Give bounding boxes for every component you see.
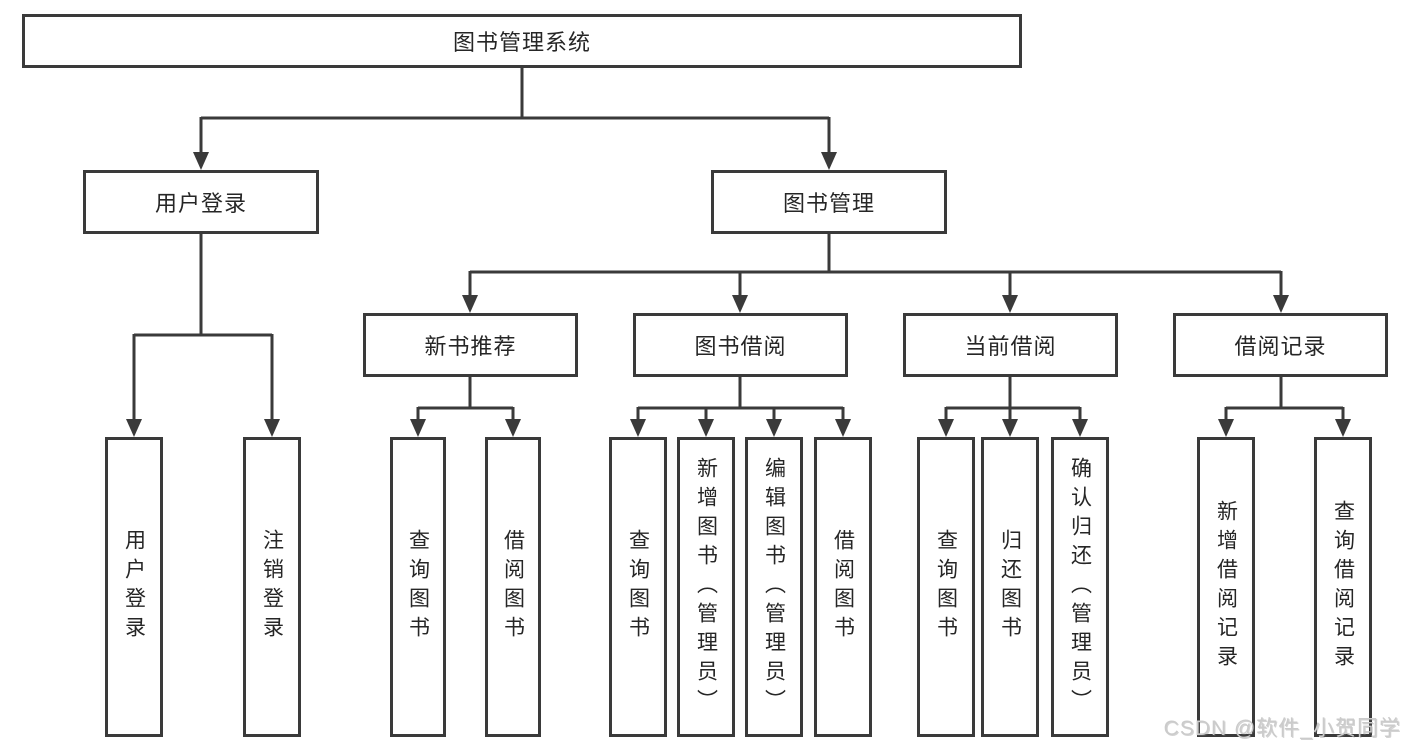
node-leaf-add-book-admin-label: 新增图书（管理员） bbox=[694, 456, 718, 718]
arrow-to-current-borrow bbox=[1002, 295, 1018, 313]
arrow-to-leaf-query-borrow-record bbox=[1335, 419, 1351, 437]
arrow-to-leaf-add-book-admin bbox=[698, 419, 714, 437]
node-module-new-book-recommend: 新书推荐 bbox=[363, 313, 578, 377]
node-module-book-borrow: 图书借阅 bbox=[633, 313, 848, 377]
connector-user-login-split bbox=[132, 234, 274, 423]
arrow-to-leaf-query-book-3 bbox=[938, 419, 954, 437]
connector-book-borrow-split bbox=[636, 377, 845, 423]
arrow-to-borrow-records bbox=[1273, 295, 1289, 313]
node-leaf-query-borrow-record: 查询借阅记录 bbox=[1314, 437, 1372, 737]
node-leaf-return-book-label: 归还图书 bbox=[998, 529, 1022, 645]
node-module-book-borrow-label: 图书借阅 bbox=[694, 334, 787, 359]
node-leaf-query-borrow-record-label: 查询借阅记录 bbox=[1331, 500, 1355, 674]
node-root-system: 图书管理系统 bbox=[22, 14, 1022, 68]
arrow-to-leaf-query-book-2 bbox=[630, 419, 646, 437]
arrow-to-leaf-confirm-return bbox=[1072, 419, 1088, 437]
node-branch-user-login: 用户登录 bbox=[83, 170, 319, 234]
node-leaf-query-book-recommend-label: 查询图书 bbox=[406, 529, 430, 645]
arrow-to-leaf-logout bbox=[264, 419, 280, 437]
node-module-current-borrow: 当前借阅 bbox=[903, 313, 1118, 377]
node-leaf-logout-label: 注销登录 bbox=[260, 529, 284, 645]
arrow-to-leaf-borrow-book-1 bbox=[505, 419, 521, 437]
arrow-to-leaf-return-book bbox=[1002, 419, 1018, 437]
arrow-to-user-login bbox=[193, 152, 209, 170]
node-leaf-query-book-current: 查询图书 bbox=[917, 437, 975, 737]
node-leaf-query-book-borrow-label: 查询图书 bbox=[626, 529, 650, 645]
arrow-to-leaf-borrow-book-2 bbox=[835, 419, 851, 437]
node-branch-user-login-label: 用户登录 bbox=[154, 191, 247, 216]
node-leaf-borrow-book-label: 借阅图书 bbox=[831, 529, 855, 645]
connector-current-borrow-split bbox=[944, 377, 1082, 423]
node-leaf-user-login: 用户登录 bbox=[105, 437, 163, 737]
node-root-label: 图书管理系统 bbox=[452, 30, 591, 55]
connector-new-book-recommend-split bbox=[416, 377, 515, 423]
arrow-to-leaf-edit-book-admin bbox=[766, 419, 782, 437]
node-leaf-add-book-admin: 新增图书（管理员） bbox=[677, 437, 735, 737]
node-branch-book-management: 图书管理 bbox=[711, 170, 947, 234]
arrow-to-leaf-add-borrow-record bbox=[1218, 419, 1234, 437]
node-leaf-logout: 注销登录 bbox=[243, 437, 301, 737]
arrow-to-new-book-recommend bbox=[462, 295, 478, 313]
arrow-to-book-borrow bbox=[732, 295, 748, 313]
connector-borrow-records-split bbox=[1224, 377, 1345, 423]
node-leaf-add-borrow-record-label: 新增借阅记录 bbox=[1214, 500, 1238, 674]
node-leaf-query-book-current-label: 查询图书 bbox=[934, 529, 958, 645]
connector-root-split bbox=[199, 68, 831, 156]
node-leaf-confirm-return-admin: 确认归还（管理员） bbox=[1051, 437, 1109, 737]
node-leaf-borrow-book: 借阅图书 bbox=[814, 437, 872, 737]
node-leaf-query-book-recommend: 查询图书 bbox=[390, 437, 446, 737]
node-leaf-edit-book-admin-label: 编辑图书（管理员） bbox=[762, 456, 786, 718]
node-module-borrow-records: 借阅记录 bbox=[1173, 313, 1388, 377]
arrow-to-leaf-query-book-1 bbox=[410, 419, 426, 437]
node-leaf-confirm-return-admin-label: 确认归还（管理员） bbox=[1068, 456, 1092, 718]
node-leaf-return-book: 归还图书 bbox=[981, 437, 1039, 737]
node-module-borrow-records-label: 借阅记录 bbox=[1234, 334, 1327, 359]
node-leaf-edit-book-admin: 编辑图书（管理员） bbox=[745, 437, 803, 737]
node-module-current-borrow-label: 当前借阅 bbox=[964, 334, 1057, 359]
node-leaf-borrow-book-recommend-label: 借阅图书 bbox=[501, 529, 525, 645]
node-leaf-borrow-book-recommend: 借阅图书 bbox=[485, 437, 541, 737]
node-leaf-query-book-borrow: 查询图书 bbox=[609, 437, 667, 737]
csdn-watermark: CSDN @软件_小贺同学 bbox=[1163, 717, 1401, 740]
arrow-to-book-management bbox=[821, 152, 837, 170]
arrow-to-leaf-user-login bbox=[126, 419, 142, 437]
node-module-new-book-recommend-label: 新书推荐 bbox=[424, 334, 517, 359]
connector-book-management-split bbox=[468, 234, 1283, 299]
node-leaf-user-login-label: 用户登录 bbox=[122, 529, 146, 645]
node-leaf-add-borrow-record: 新增借阅记录 bbox=[1197, 437, 1255, 737]
node-branch-book-management-label: 图书管理 bbox=[782, 191, 875, 216]
